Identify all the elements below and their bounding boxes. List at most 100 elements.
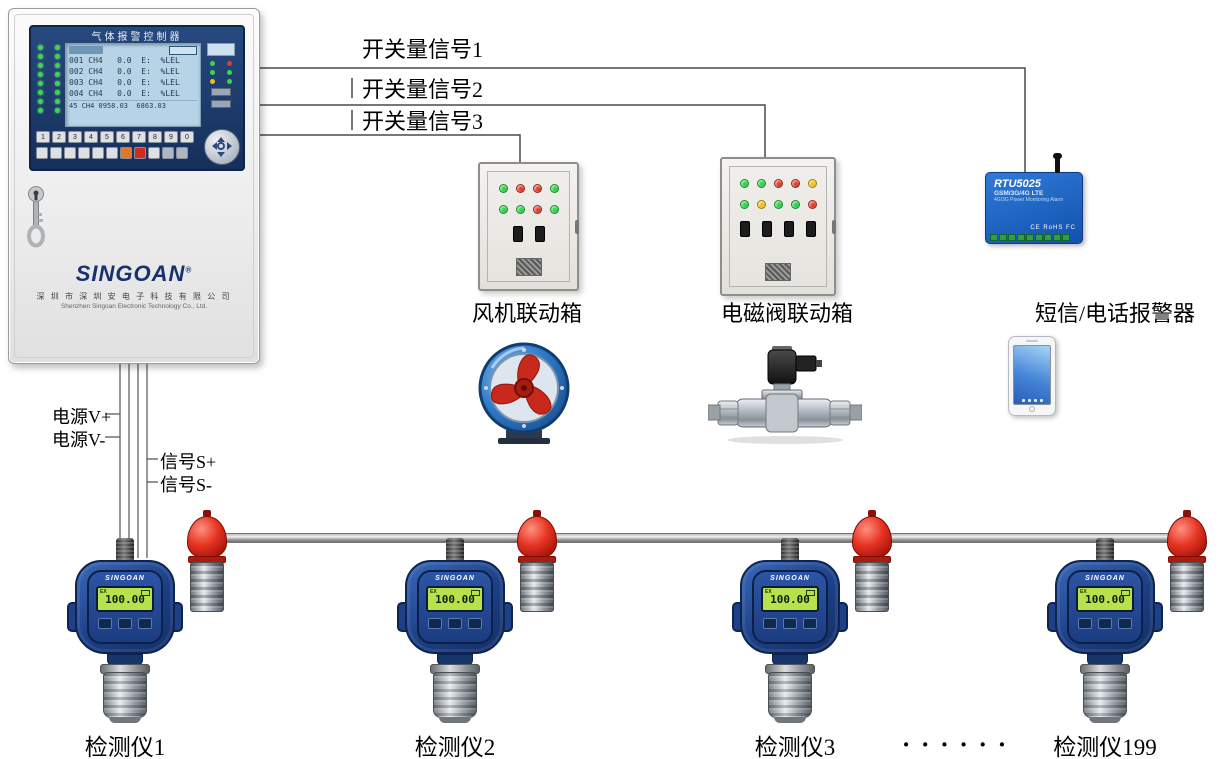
phone-screen bbox=[1013, 345, 1051, 405]
key-7[interactable]: 7 bbox=[132, 131, 146, 143]
detector-label-2: 检测仪2 bbox=[414, 735, 496, 759]
dpad-up-icon[interactable] bbox=[217, 133, 225, 142]
detector-face: SINGOAN EX 100.00 bbox=[417, 570, 493, 644]
indicator-light bbox=[210, 70, 215, 75]
detector-button[interactable] bbox=[1098, 618, 1112, 629]
door-lock-and-key[interactable] bbox=[23, 185, 49, 251]
key-0[interactable]: 0 bbox=[180, 131, 194, 143]
key-1[interactable]: 1 bbox=[36, 131, 50, 143]
function-key[interactable] bbox=[162, 147, 174, 159]
indicator-light bbox=[55, 63, 60, 68]
box-door bbox=[729, 166, 827, 287]
indicator-light bbox=[807, 200, 817, 209]
detector-buttons bbox=[89, 618, 161, 629]
detector-button[interactable] bbox=[803, 618, 817, 629]
gas-reading: 100.00 bbox=[105, 592, 145, 606]
indicator-light bbox=[790, 179, 800, 188]
function-key[interactable] bbox=[50, 147, 62, 159]
dpad-down-icon[interactable] bbox=[217, 152, 225, 161]
beacon-base bbox=[520, 562, 554, 612]
signal-line-1 bbox=[258, 67, 1026, 172]
rtu-model: RTU5025 bbox=[994, 178, 1041, 190]
key-2[interactable]: 2 bbox=[52, 131, 66, 143]
dpad-right-icon[interactable] bbox=[227, 142, 236, 150]
function-key[interactable] bbox=[106, 147, 118, 159]
detector-button[interactable] bbox=[98, 618, 112, 629]
key-8[interactable]: 8 bbox=[148, 131, 162, 143]
battery-icon bbox=[471, 590, 480, 596]
detector-brand: SINGOAN bbox=[770, 575, 810, 582]
indicator-light-row bbox=[488, 205, 569, 214]
function-button[interactable] bbox=[211, 100, 231, 108]
indicator-light bbox=[498, 205, 508, 214]
toggle-switch[interactable] bbox=[806, 221, 816, 237]
key-3[interactable]: 3 bbox=[68, 131, 82, 143]
switch-row bbox=[730, 221, 826, 237]
toggle-switch[interactable] bbox=[784, 221, 794, 237]
indicator-light bbox=[38, 81, 43, 86]
dpad-left-icon[interactable] bbox=[208, 142, 217, 150]
detector-button[interactable] bbox=[138, 618, 152, 629]
controller-lcd: 001 CH4 0.0 E: %LEL 002 CH4 0.0 E: %LEL … bbox=[65, 43, 201, 127]
sensor-cylinder bbox=[1083, 672, 1127, 718]
key-5[interactable]: 5 bbox=[100, 131, 114, 143]
ex-mark: EX bbox=[430, 589, 437, 595]
function-key[interactable] bbox=[36, 147, 48, 159]
toggle-switch[interactable] bbox=[512, 226, 523, 242]
detector-button[interactable] bbox=[118, 618, 132, 629]
function-key[interactable] bbox=[92, 147, 104, 159]
reset-key[interactable] bbox=[134, 147, 146, 159]
door-latch[interactable] bbox=[575, 220, 579, 235]
detector-button[interactable] bbox=[763, 618, 777, 629]
gas-detector-2: SINGOAN EX 100.00 bbox=[395, 510, 565, 725]
key-6[interactable]: 6 bbox=[116, 131, 130, 143]
rtu-gsm-module: RTU5025 GSM/3G/4G LTE 4G/3G Power Monito… bbox=[985, 153, 1083, 244]
toggle-switch[interactable] bbox=[762, 221, 772, 237]
indicator-light bbox=[773, 179, 783, 188]
function-key[interactable] bbox=[148, 147, 160, 159]
beacon-base bbox=[855, 562, 889, 612]
indicator-light bbox=[515, 205, 525, 214]
function-key[interactable] bbox=[78, 147, 90, 159]
function-button[interactable] bbox=[211, 88, 231, 96]
detector-button[interactable] bbox=[1118, 618, 1132, 629]
sensor-tip bbox=[774, 717, 806, 723]
indicator-light bbox=[210, 61, 215, 66]
detector-button[interactable] bbox=[783, 618, 797, 629]
signal-plus-label: 信号S+ bbox=[160, 452, 217, 472]
alarm-beacon bbox=[852, 510, 892, 612]
toggle-switch[interactable] bbox=[534, 226, 545, 242]
indicator-light bbox=[55, 45, 60, 50]
indicator-light bbox=[38, 90, 43, 95]
solenoid-valve bbox=[707, 346, 863, 444]
detector-brand: SINGOAN bbox=[105, 575, 145, 582]
beacon-dome bbox=[852, 516, 892, 558]
sensor-tip bbox=[439, 717, 471, 723]
vent-grille bbox=[515, 258, 542, 276]
sensor-cylinder bbox=[433, 672, 477, 718]
indicator-light bbox=[515, 184, 525, 193]
lcd-status-row: 45 CH4 0958.03 6863.03 bbox=[69, 100, 197, 110]
indicator-light bbox=[807, 179, 817, 188]
detector-display: EX 100.00 bbox=[1076, 586, 1134, 612]
key-9[interactable]: 9 bbox=[164, 131, 178, 143]
indicator-light bbox=[210, 79, 215, 84]
detector-button[interactable] bbox=[1078, 618, 1092, 629]
door-latch[interactable] bbox=[832, 219, 836, 234]
dpad-ok-button[interactable] bbox=[217, 142, 225, 150]
detector-button[interactable] bbox=[448, 618, 462, 629]
signal-label-3: 开关量信号3 bbox=[362, 109, 484, 134]
detector-button[interactable] bbox=[428, 618, 442, 629]
navigation-dpad[interactable] bbox=[204, 129, 240, 165]
function-key[interactable] bbox=[176, 147, 188, 159]
indicator-light bbox=[38, 45, 43, 50]
indicator-light bbox=[739, 179, 749, 188]
function-key[interactable] bbox=[64, 147, 76, 159]
cable-gland bbox=[116, 538, 134, 564]
indicator-light bbox=[790, 200, 800, 209]
key-4[interactable]: 4 bbox=[84, 131, 98, 143]
toggle-switch[interactable] bbox=[740, 221, 750, 237]
detector-button[interactable] bbox=[468, 618, 482, 629]
mute-key[interactable] bbox=[120, 147, 132, 159]
